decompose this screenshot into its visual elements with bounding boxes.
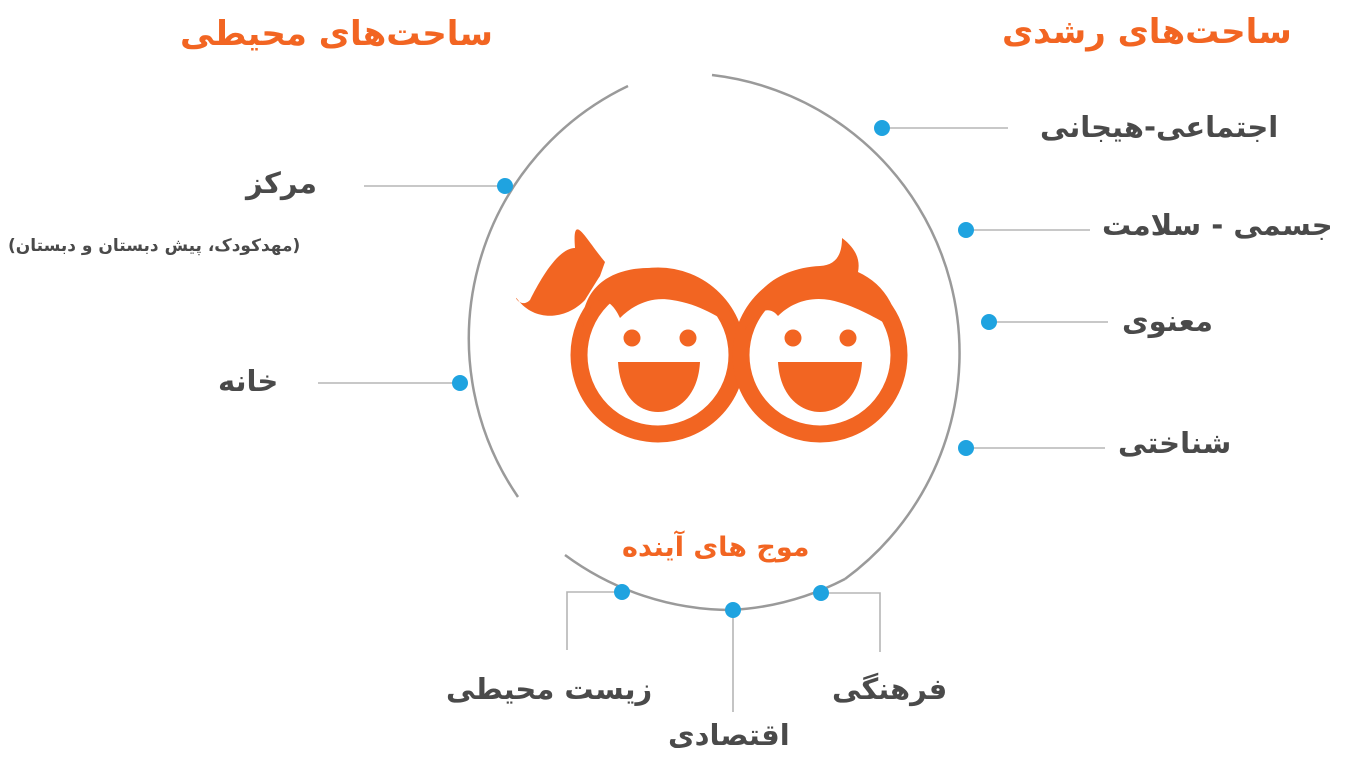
heading-future-waves: موج های آینده: [622, 532, 810, 563]
dot-home: [452, 375, 468, 391]
label-physical-health: جسمی - سلامت: [1102, 208, 1333, 242]
connector-future-environmental: [566, 591, 622, 650]
girl-right-eye: [679, 329, 697, 347]
dot-future-economic: [725, 602, 741, 618]
boy-mouth: [778, 362, 862, 412]
girl-mouth: [618, 362, 700, 412]
main-circle-arc-bottom-left: [564, 553, 733, 612]
main-circle-arc-bottom: [731, 577, 846, 612]
boy-hair: [745, 238, 898, 330]
label-center-note: (مهدکودک، پیش دبستان و دبستان): [8, 236, 301, 256]
dot-future-cultural: [813, 585, 829, 601]
dot-center: [497, 178, 513, 194]
girl-ponytail: [515, 229, 605, 316]
label-future-environmental: زیست محیطی: [446, 672, 653, 706]
two-children-faces-icon: [515, 229, 908, 443]
dot-social-emotional: [874, 120, 890, 136]
girl-left-eye: [623, 329, 641, 347]
main-circle-arc-right: [711, 73, 961, 581]
label-center: مرکز: [246, 166, 317, 200]
label-future-cultural: فرهنگی: [832, 672, 948, 706]
dot-cognitive: [958, 440, 974, 456]
label-social-emotional: اجتماعی-هیجانی: [1040, 110, 1279, 144]
heading-environmental: ساحت‌های محیطی: [180, 14, 493, 54]
dot-spiritual: [981, 314, 997, 330]
dot-future-environmental: [614, 584, 630, 600]
dot-physical-health: [958, 222, 974, 238]
label-spiritual: معنوی: [1122, 304, 1213, 338]
connector-future-cultural: [821, 592, 881, 652]
girl-hair: [582, 267, 736, 328]
boy-left-eye: [784, 329, 802, 347]
label-cognitive: شناختی: [1118, 426, 1232, 460]
label-home: خانه: [218, 364, 279, 398]
main-circle-arc-left: [467, 84, 629, 498]
boy-right-eye: [839, 329, 857, 347]
label-future-economic: اقتصادی: [668, 718, 790, 752]
heading-developmental: ساحت‌های رشدی: [1002, 12, 1292, 52]
